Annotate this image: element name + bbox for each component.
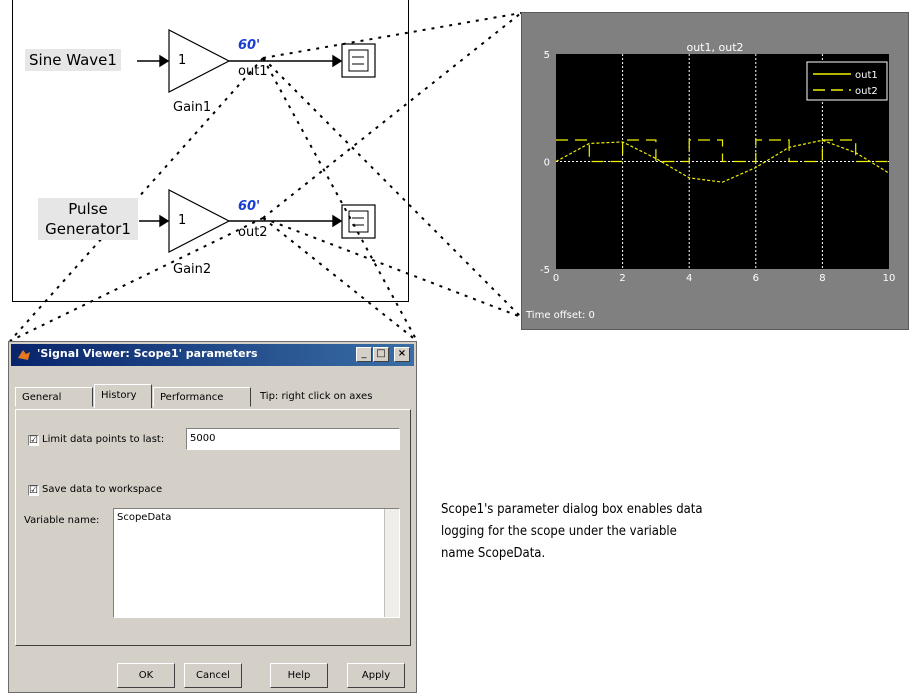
- help-button[interactable]: Help: [270, 663, 328, 688]
- legend-label: out2: [855, 86, 878, 97]
- pulse-label-line1: Pulse: [68, 200, 108, 218]
- signal-viewer-icon[interactable]: 60': [238, 38, 261, 53]
- tab-general[interactable]: General: [15, 387, 93, 407]
- signal-label-out2: out2: [238, 225, 268, 240]
- scope1-block[interactable]: [341, 43, 376, 78]
- model-canvas: [12, 0, 409, 302]
- signal-viewer-icon[interactable]: 60': [238, 199, 261, 214]
- limit-data-input[interactable]: 5000: [186, 428, 400, 450]
- x-tick-label: 0: [553, 273, 559, 284]
- close-icon[interactable]: ×: [394, 347, 410, 362]
- variable-name-scrollbar[interactable]: [384, 509, 399, 617]
- ok-button[interactable]: OK: [117, 663, 175, 688]
- signal-lines: [137, 54, 343, 228]
- apply-button[interactable]: Apply: [347, 663, 405, 688]
- x-tick-label: 8: [819, 273, 825, 284]
- cancel-button[interactable]: Cancel: [184, 663, 242, 688]
- scope-parameters-dialog: 'Signal Viewer: Scope1' parameters _ □ ×…: [8, 341, 417, 693]
- sine-wave-block[interactable]: Sine Wave1: [25, 49, 121, 71]
- limit-data-checkbox[interactable]: ☑: [28, 435, 39, 446]
- scope-status: Time offset: 0: [526, 310, 595, 321]
- y-tick-label: 5: [544, 50, 550, 61]
- maximize-icon[interactable]: □: [373, 347, 389, 362]
- gain2-label: Gain2: [173, 262, 212, 277]
- gain1-value: 1: [178, 53, 187, 68]
- series-line-out1: [555, 139, 890, 183]
- x-tick-label: 10: [883, 273, 896, 284]
- variable-name-value: ScopeData: [117, 512, 172, 523]
- x-tick-label: 2: [619, 273, 625, 284]
- dialog-titlebar[interactable]: 'Signal Viewer: Scope1' parameters _ □ ×: [11, 344, 414, 366]
- scope-title: out1, out2: [686, 41, 744, 54]
- legend-label: out1: [855, 70, 878, 81]
- matlab-logo-icon: [18, 350, 30, 360]
- y-tick-label: 0: [544, 158, 550, 169]
- gain2-value: 1: [178, 213, 187, 228]
- x-tick-label: 4: [686, 273, 692, 284]
- save-to-workspace-label: Save data to workspace: [42, 484, 163, 495]
- minimize-icon[interactable]: _: [356, 347, 372, 362]
- history-panel: ☑ Limit data points to last: 5000 ☑ Save…: [15, 409, 411, 646]
- variable-name-label: Variable name:: [24, 515, 100, 526]
- limit-data-label: Limit data points to last:: [42, 434, 165, 445]
- tab-history[interactable]: History: [94, 384, 152, 408]
- tab-performance[interactable]: Performance: [153, 387, 251, 407]
- gain1-label: Gain1: [173, 100, 212, 115]
- save-to-workspace-checkbox[interactable]: ☑: [28, 485, 39, 496]
- x-tick-label: 6: [753, 273, 759, 284]
- pulse-label-line2: Generator1: [45, 220, 131, 238]
- signal-label-out1: out1: [238, 64, 268, 79]
- variable-name-input[interactable]: ScopeData: [113, 508, 400, 618]
- figure-caption: Scope1's parameter dialog box enables da…: [441, 502, 703, 561]
- pulse-generator-block[interactable]: Pulse Generator1: [38, 198, 138, 240]
- legend-box: [806, 61, 888, 101]
- tab-tip-label: Tip: right click on axes: [260, 391, 373, 402]
- dialog-title: 'Signal Viewer: Scope1' parameters: [37, 347, 258, 360]
- y-tick-label: -5: [540, 265, 550, 276]
